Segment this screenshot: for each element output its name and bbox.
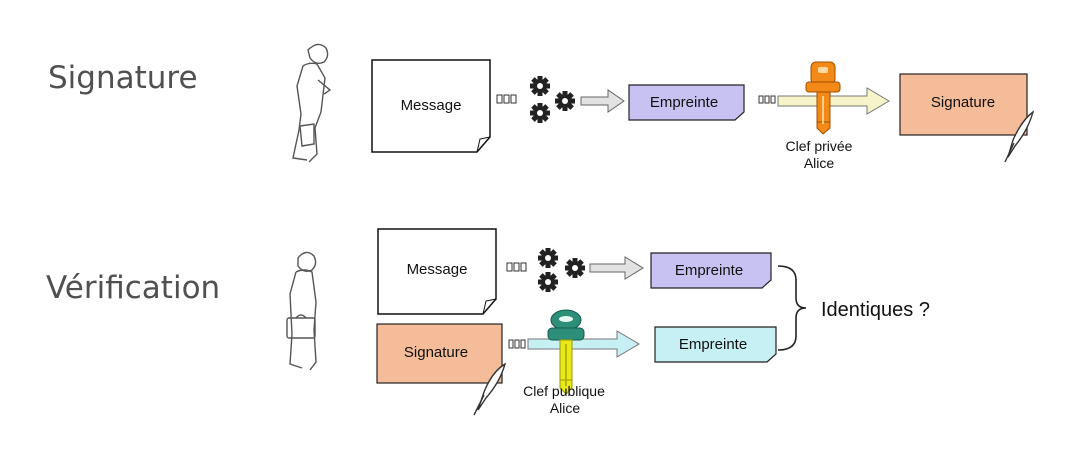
comparison-brace xyxy=(777,265,807,351)
decrypt-arrow xyxy=(527,330,640,358)
verify-hash-arrow xyxy=(589,256,644,280)
dashes-icon xyxy=(758,95,776,104)
dashes-icon xyxy=(508,339,526,349)
verify-fingerprint-top-label: Empreinte xyxy=(675,262,743,279)
signature-label: Signature xyxy=(931,94,995,111)
quill-icon xyxy=(1004,110,1035,163)
encrypt-arrow xyxy=(777,87,890,115)
hash-gears-icon xyxy=(530,76,575,123)
public-key-label-line2: Alice xyxy=(550,400,581,416)
verify-signature-box xyxy=(376,323,503,384)
verify-message-document xyxy=(377,228,497,315)
message-label: Message xyxy=(401,97,462,114)
verify-fingerprint-top-box xyxy=(650,252,772,289)
private-key-label-line1: Clef privée xyxy=(786,138,853,154)
alice-figure-icon xyxy=(292,43,332,163)
private-key-label-line2: Alice xyxy=(804,155,835,171)
verify-signature-label: Signature xyxy=(404,344,468,361)
verify-quill-icon xyxy=(473,362,507,416)
signature-section-label: Signature xyxy=(48,60,198,96)
bob-figure-icon xyxy=(286,251,317,371)
public-key-label-line1: Clef publique xyxy=(523,383,605,399)
comparison-label: Identiques ? xyxy=(821,299,930,321)
signature-box xyxy=(899,73,1028,136)
private-key-icon xyxy=(805,61,841,135)
fingerprint-box xyxy=(628,84,745,121)
dashes-icon xyxy=(496,94,517,104)
verify-fingerprint-bottom-label: Empreinte xyxy=(679,336,747,353)
hash-arrow xyxy=(580,89,625,113)
verify-hash-gears-icon xyxy=(538,248,585,292)
verify-fingerprint-bottom-box xyxy=(654,326,777,363)
message-document xyxy=(371,59,491,153)
fingerprint-label: Empreinte xyxy=(650,94,718,111)
public-key-icon xyxy=(547,309,585,395)
verify-message-label: Message xyxy=(407,261,468,278)
dashes-icon xyxy=(506,262,527,272)
verification-section-label: Vérification xyxy=(46,270,221,306)
